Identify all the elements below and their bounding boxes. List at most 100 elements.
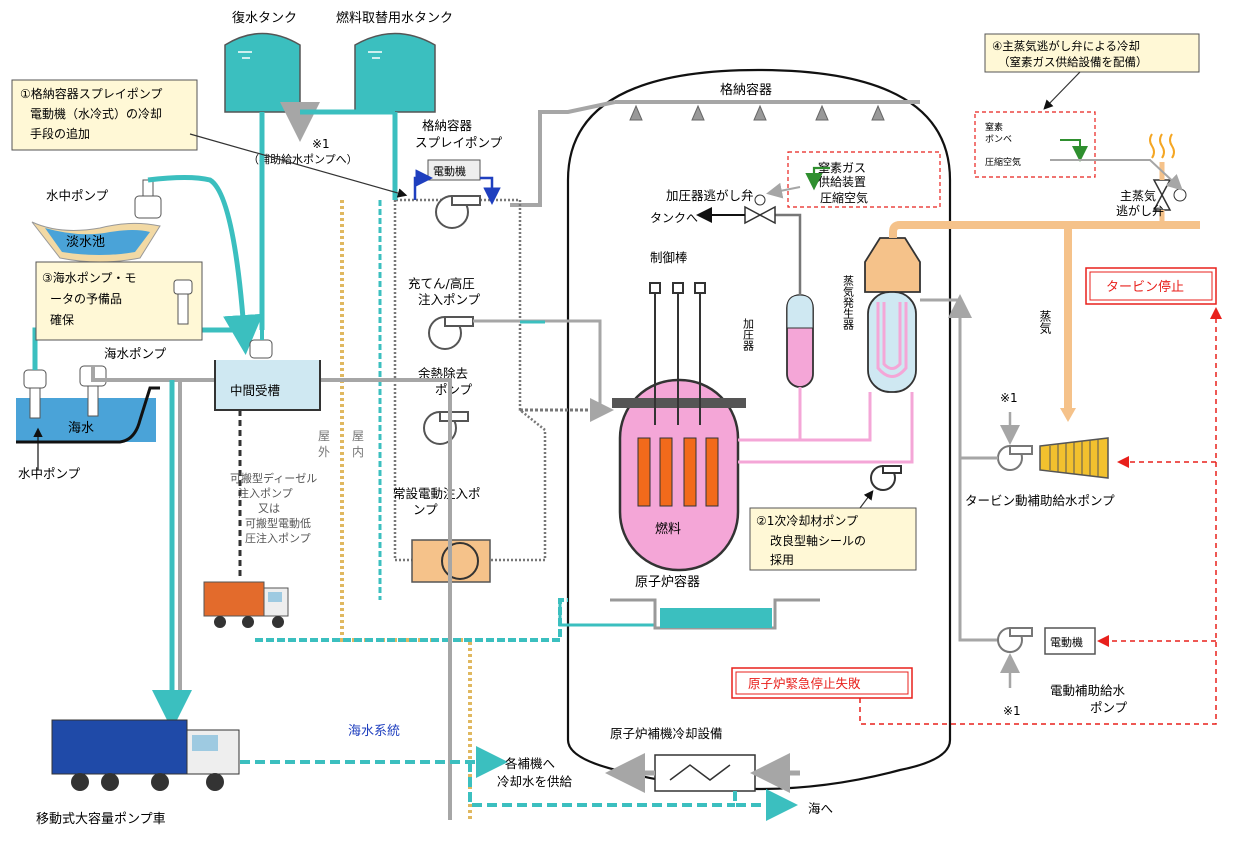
freshwater-pond bbox=[45, 228, 150, 255]
steam-vent-icon bbox=[1149, 133, 1175, 159]
rhr-pump-label-2: ポンプ bbox=[435, 382, 473, 397]
portable-label-1: 可搬型ディーゼル bbox=[230, 471, 317, 485]
sg-label: 蒸気発生器 bbox=[842, 275, 855, 331]
supply-label-2: 冷却水を供給 bbox=[497, 774, 573, 789]
n2-green-arrow bbox=[805, 166, 830, 191]
seawater-main-pipe bbox=[91, 366, 182, 690]
mobile-pump-truck bbox=[51, 719, 240, 791]
fuel-label: 燃料 bbox=[655, 521, 681, 537]
steam-generator bbox=[864, 237, 921, 393]
spray-line bbox=[510, 100, 616, 207]
callout-2 bbox=[984, 33, 1200, 110]
motor-afw-label-1: 電動補助給水 bbox=[1050, 683, 1126, 698]
turbine-afw-label: タービン動補助給水ポンプ bbox=[965, 493, 1115, 508]
to-sea-line bbox=[733, 789, 798, 821]
refueling-water-tank bbox=[354, 32, 436, 113]
charging-pump-label-2: 注入ポンプ bbox=[418, 292, 481, 307]
mobile-pump-truck-label: 移動式大容量ポンプ車 bbox=[36, 811, 166, 827]
motor-afw-label-2: ポンプ bbox=[1090, 700, 1128, 715]
callout-4 bbox=[749, 490, 917, 571]
refueling-water-tank-label: 燃料取替用水タンク bbox=[336, 10, 453, 26]
atws-to-turbine-signal bbox=[859, 307, 1222, 725]
cooling-in-line bbox=[413, 169, 433, 200]
pressurizer bbox=[786, 294, 814, 388]
indoor-label-2: 内 bbox=[352, 445, 364, 459]
callout-1-line-2: 電動機（水冷式）の冷却 bbox=[30, 106, 162, 121]
prz-relief-line bbox=[763, 213, 802, 295]
steam-arrow bbox=[1060, 408, 1076, 422]
n2-small-label-2: ボンベ bbox=[985, 134, 1012, 145]
turbine-driven-afw-pump bbox=[997, 437, 1109, 479]
callout-2-line-2: （窒素ガス供給設備を配備） bbox=[998, 55, 1148, 69]
n2-to-prz-valve bbox=[766, 182, 801, 199]
fuel-rods bbox=[637, 437, 719, 507]
freshwater-pond-label: 淡水池 bbox=[66, 235, 105, 250]
ms-relief-label-1: 主蒸気 bbox=[1120, 188, 1156, 203]
callout-3-line-1: ③海水ポンプ・モ bbox=[42, 270, 136, 285]
turbine-blades bbox=[1049, 439, 1099, 477]
n2-supply-label-1: 窒素ガス bbox=[818, 160, 866, 175]
control-rods bbox=[649, 282, 706, 425]
sump-line bbox=[558, 600, 655, 627]
n2-to-ms-valve bbox=[1050, 159, 1183, 191]
n2-supply-box bbox=[787, 151, 941, 208]
outdoor-label-1: 屋 bbox=[318, 429, 330, 443]
charging-pump-icon bbox=[428, 316, 474, 350]
callout-4-line-2: 改良型軸シールの bbox=[770, 533, 866, 548]
prz-relief-label: 加圧器逃がし弁 bbox=[666, 188, 754, 203]
callout-1 bbox=[11, 79, 408, 198]
ccw-heat-exchanger bbox=[654, 754, 756, 792]
pond-to-intermediate-line bbox=[147, 175, 263, 355]
condensate-tank bbox=[224, 32, 301, 113]
to-tank-label: タンクへ bbox=[650, 211, 698, 225]
callout-3 bbox=[35, 261, 203, 341]
outdoor-label-2: 外 bbox=[318, 445, 330, 459]
callout-3-line-3: 確保 bbox=[50, 312, 74, 327]
portable-injection-line bbox=[255, 598, 568, 642]
indoor-label-1: 屋 bbox=[352, 429, 364, 443]
pump-column-piping bbox=[393, 198, 547, 562]
to-sea-label: 海へ bbox=[808, 801, 833, 816]
charging-pump-label-1: 充てん/高圧 bbox=[408, 276, 475, 291]
rhr-pump-label-1: 余熱除去 bbox=[418, 366, 468, 381]
seawater-return-line bbox=[468, 762, 735, 807]
callout-1-line-3: 手段の追加 bbox=[30, 126, 90, 141]
main-steam-line bbox=[889, 221, 1200, 238]
cs-pump-label-1: 格納容器 bbox=[422, 118, 473, 133]
condensate-tank-label: 復水タンク bbox=[232, 10, 297, 26]
portable-label-5: 圧注入ポンプ bbox=[245, 531, 311, 545]
primary-loop bbox=[738, 387, 914, 464]
atws-box bbox=[731, 667, 913, 699]
callout-4-line-3: 採用 bbox=[770, 553, 794, 567]
submersible-pump-top-label: 水中ポンプ bbox=[46, 188, 109, 203]
rhr-pump-icon bbox=[423, 411, 469, 445]
callout-3-line-2: ータの予備品 bbox=[50, 291, 122, 306]
compressed-small-label: 圧縮空気 bbox=[985, 156, 1021, 168]
charging-line bbox=[473, 319, 602, 410]
cs-pump-icon bbox=[435, 195, 481, 229]
permanent-pump-label-1: 常設電動注入ポ bbox=[393, 486, 481, 501]
callout-1-line-1: ①格納容器スプレイポンプ bbox=[20, 86, 162, 101]
submersible-pump-bottom-label: 水中ポンプ bbox=[18, 466, 81, 481]
pressurizer-label: 加圧器 bbox=[742, 318, 755, 352]
reactor-vessel-label: 原子炉容器 bbox=[635, 574, 700, 590]
seawall bbox=[16, 386, 160, 444]
portable-label-3: 又は bbox=[258, 502, 280, 515]
intermediate-tank bbox=[214, 339, 321, 411]
permanent-pump-label-2: ンプ bbox=[413, 502, 438, 517]
to-aux-feed-label: （補助給水ポンプへ） bbox=[248, 152, 358, 166]
portable-pump-truck bbox=[203, 581, 289, 628]
seawater-pump-label: 海水ポンプ bbox=[104, 346, 167, 361]
ms-relief-label-2: 逃がし弁 bbox=[1116, 203, 1164, 218]
turbine-trip-label: タービン停止 bbox=[1106, 279, 1184, 295]
callout-2-line-1: ④主蒸気逃がし弁による冷却 bbox=[992, 39, 1140, 53]
star1-turbine-label: ※1 bbox=[1000, 391, 1018, 405]
star1-top-label: ※1 bbox=[312, 137, 330, 151]
intermediate-tank-label: 中間受槽 bbox=[230, 383, 280, 398]
seawater-pump-icons bbox=[23, 365, 107, 419]
motor-driven-afw-pump bbox=[997, 627, 1096, 655]
steam-label: 蒸気 bbox=[1038, 310, 1052, 335]
spray-nozzles bbox=[629, 104, 885, 121]
